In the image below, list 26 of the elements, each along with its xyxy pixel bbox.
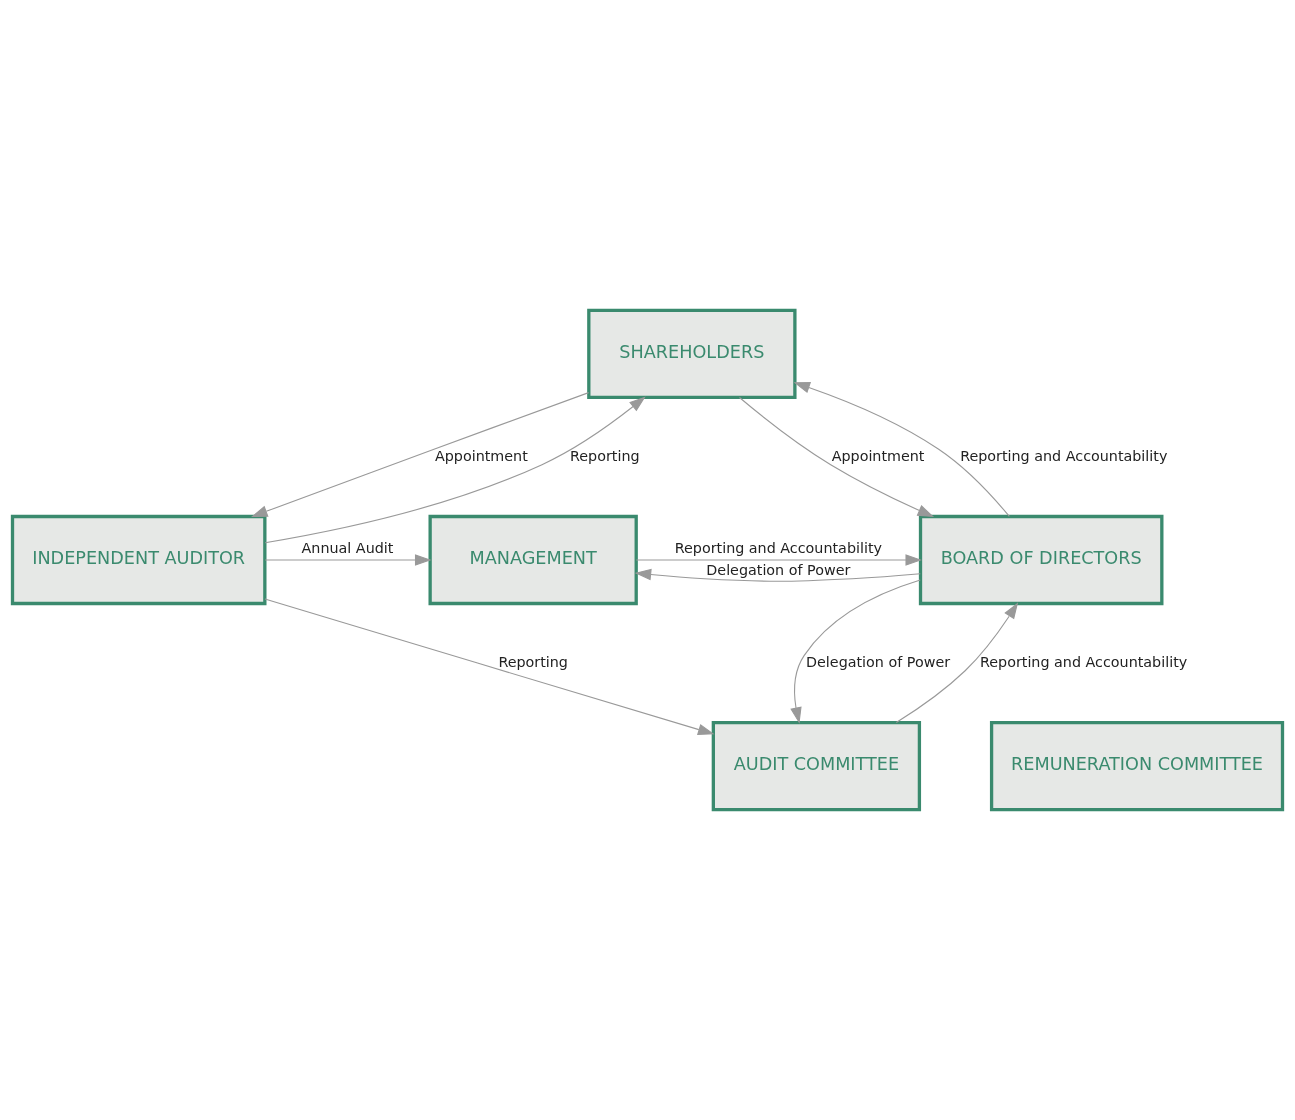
arrow bbox=[264, 396, 646, 544]
arrow bbox=[790, 579, 921, 724]
arrow bbox=[793, 382, 1010, 517]
arrow bbox=[264, 598, 715, 736]
node-box: INDEPENDENT AUDITOR bbox=[10, 514, 267, 606]
arrow bbox=[264, 554, 432, 566]
edge-label: Reporting bbox=[498, 653, 568, 670]
edge-label: Appointment bbox=[434, 447, 528, 464]
edge-label: Reporting bbox=[570, 447, 640, 464]
edge-label: Delegation of Power bbox=[806, 653, 951, 670]
node-box: SHAREHOLDERS bbox=[587, 308, 797, 400]
node-box: REMUNERATION COMMITTEE bbox=[989, 720, 1285, 812]
edge-label: Reporting and Accountability bbox=[979, 653, 1188, 670]
edge-label: Annual Audit bbox=[301, 539, 394, 556]
node-box: BOARD OF DIRECTORS bbox=[918, 514, 1164, 606]
arrow bbox=[635, 554, 922, 566]
arrow bbox=[251, 392, 590, 518]
node-box: MANAGEMENT bbox=[428, 514, 638, 606]
arrow bbox=[738, 396, 935, 518]
edge-label: Delegation of Power bbox=[706, 561, 851, 578]
edge-label: Appointment bbox=[831, 447, 925, 464]
edge-label: Reporting and Accountability bbox=[960, 447, 1168, 464]
edge-label: Reporting and Accountability bbox=[674, 539, 882, 556]
arrow bbox=[895, 602, 1019, 723]
arrow bbox=[634, 568, 921, 582]
node-box: AUDIT COMMITTEE bbox=[711, 720, 922, 812]
